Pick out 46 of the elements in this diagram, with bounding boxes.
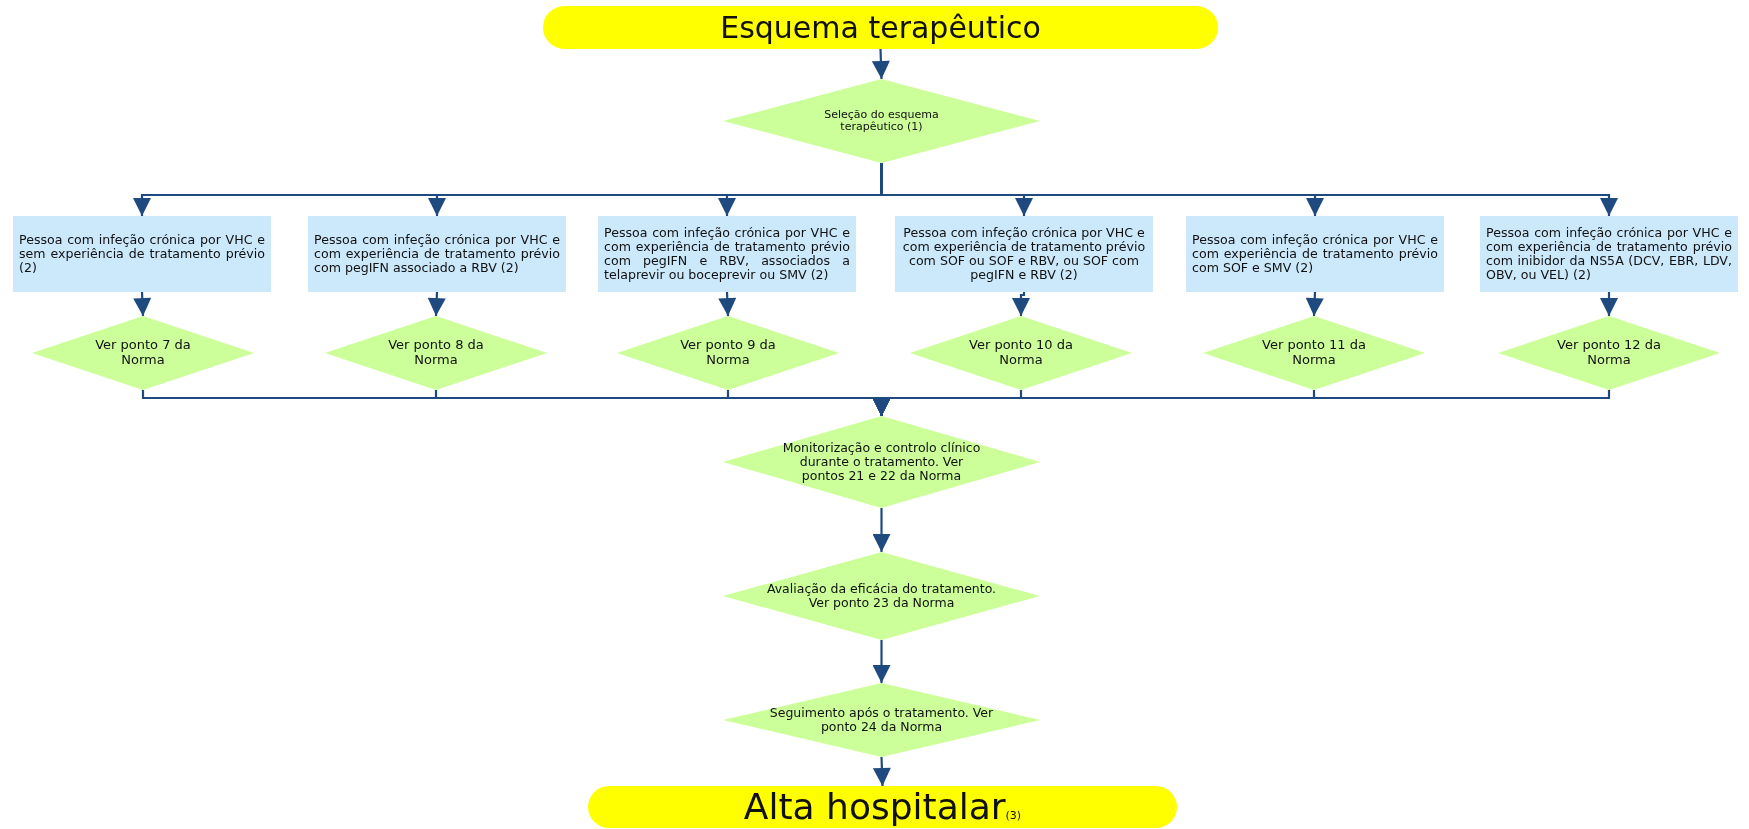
diamond-label: Ver ponto 11 da Norma	[1261, 338, 1367, 368]
box-text: Pessoa com infeção crónica por VHC e com experiência de tratamento prévio com SOF e SMV (2)	[1192, 232, 1438, 276]
process-box	[308, 216, 566, 292]
arrow	[1012, 292, 1030, 316]
decision-diamond	[325, 316, 547, 390]
diamond-label: Ver ponto 12 da Norma	[1556, 338, 1662, 368]
diamond-label: Ver ponto 7 da Norma	[94, 338, 192, 368]
diamond-label: Ver ponto 8 da Norma	[387, 338, 485, 368]
decision-diamond	[723, 79, 1040, 163]
terminal-label: Esquema terapêutico	[720, 12, 1041, 43]
decision-diamond	[32, 316, 254, 390]
arrow	[872, 390, 1611, 416]
arrow	[1305, 291, 1324, 317]
box-text: Pessoa com infeção crónica por VHC e com experiência de tratamento prévio com pegIFN e RBV, associados a telaprevir ou boceprevir ou SMV (2)	[604, 225, 850, 283]
box-text: Pessoa com infeção crónica por VHC e com experiência de tratamento prévio com inibidor da NS5A (DCV, EBR, LDV, OBV, ou VEL) (2)	[1486, 225, 1732, 283]
box-text: Pessoa com infeção crónica por VHC e com experiência de tratamento prévio com pegIFN associado a RBV (2)	[314, 232, 560, 276]
arrow	[871, 48, 890, 80]
diamond-label: Avaliação da eficácia do tratamento. Ver ponto 23 da Norma	[766, 582, 997, 610]
decision-diamond	[617, 316, 839, 390]
arrow	[718, 291, 737, 317]
decision-diamond	[723, 416, 1040, 508]
arrow	[872, 756, 891, 787]
terminal-pill	[588, 786, 1177, 828]
arrow	[427, 291, 446, 317]
process-box	[598, 216, 856, 292]
decision-diamond	[1203, 316, 1425, 390]
decision-diamond	[1498, 316, 1720, 390]
diamond-label: Ver ponto 10 da Norma	[968, 338, 1074, 368]
decision-diamond	[723, 552, 1040, 640]
decision-diamond	[723, 683, 1040, 757]
diamond-label: Monitorização e controlo clínico durante o tratamento. Ver pontos 21 e 22 da Norma	[781, 441, 982, 483]
diamond-label: Seguimento após o tratamento. Ver ponto 24 da Norma	[768, 706, 995, 734]
process-box	[13, 216, 271, 292]
decision-diamond	[910, 316, 1132, 390]
process-box	[1186, 216, 1444, 292]
terminal-pill	[543, 6, 1218, 49]
process-box	[1480, 216, 1738, 292]
arrow	[1600, 292, 1618, 316]
diamond-label: Ver ponto 9 da Norma	[679, 338, 777, 368]
box-text: Pessoa com infeção crónica por VHC e sem experiência de tratamento prévio (2)	[19, 232, 265, 276]
arrow	[872, 640, 891, 683]
arrow	[133, 291, 152, 317]
box-text: Pessoa com infeção crónica por VHC e com experiência de tratamento prévio com SOF ou SOF e RBV, ou SOF com pegIFN e RBV (2)	[901, 225, 1147, 283]
process-box	[895, 216, 1153, 292]
arrow	[872, 508, 891, 552]
diamond-label: Seleção do esquema terapêutico (1)	[823, 108, 940, 134]
